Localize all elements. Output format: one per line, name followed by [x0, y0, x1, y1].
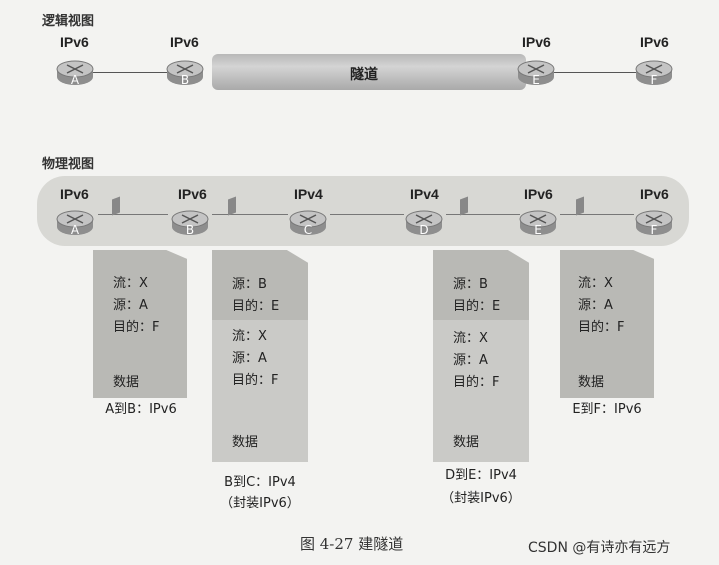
router-label: A	[71, 223, 80, 237]
packet-d-to-e-outer-header: 源：B 目的：E	[453, 274, 500, 318]
router-icon: F	[635, 210, 673, 237]
router-label: B	[186, 223, 194, 237]
figure-caption: 图 4-27 建隧道	[300, 535, 404, 553]
physical-router-f-protocol: IPv6	[640, 186, 669, 202]
field-source: 源：B	[453, 277, 488, 292]
packet-e-to-f-caption: E到F：IPv6	[572, 402, 642, 417]
field-destination: 目的：F	[232, 373, 279, 388]
link-arrow	[212, 214, 288, 215]
router-label: E	[532, 73, 540, 87]
router-label: C	[304, 223, 312, 237]
link-arrow	[98, 214, 168, 215]
physical-router-b-protocol: IPv6	[178, 186, 207, 202]
packet-d-to-e-fields: 流：X 源：A 目的：F	[453, 328, 499, 394]
physical-view-title: 物理视图	[42, 157, 95, 172]
router-label: E	[534, 223, 542, 237]
field-destination: 目的：F	[113, 320, 160, 335]
field-source: 源：A	[453, 353, 488, 368]
packet-a-to-b	[93, 250, 187, 398]
packet-d-to-e-caption: D到E：IPv4	[445, 468, 517, 483]
router-label: B	[181, 73, 189, 87]
packet-b-to-c-data: 数据	[232, 435, 259, 450]
packet-flag-icon	[112, 196, 120, 216]
physical-router-e-protocol: IPv6	[524, 186, 553, 202]
packet-e-to-f	[560, 250, 654, 398]
field-flow: 流：X	[232, 329, 267, 344]
router-icon: E	[519, 210, 557, 237]
packet-d-to-e-caption-note: （封装IPv6）	[441, 491, 521, 506]
logical-router-b-protocol: IPv6	[170, 34, 199, 50]
packet-a-to-b-caption: A到B：IPv6	[105, 402, 177, 417]
field-source: 源：A	[232, 351, 267, 366]
router-label: D	[419, 223, 428, 237]
router-icon: D	[405, 210, 443, 237]
tunnel-label: 隧道	[350, 67, 378, 83]
tunnel	[212, 54, 526, 90]
packet-flag-icon	[228, 196, 236, 216]
logical-view-title: 逻辑视图	[42, 14, 95, 29]
router-icon: C	[289, 210, 327, 237]
physical-router-a-protocol: IPv6	[60, 186, 89, 202]
router-icon: A	[56, 210, 94, 237]
field-destination: 目的：E	[232, 299, 280, 314]
router-icon: F	[635, 60, 673, 87]
packet-b-to-c-fields: 流：X 源：A 目的：F	[232, 326, 278, 392]
physical-router-c-protocol: IPv4	[294, 186, 323, 202]
router-icon: B	[166, 60, 204, 87]
packet-a-to-b-fields: 流：X 源：A 目的：F	[113, 273, 159, 339]
router-icon: E	[517, 60, 555, 87]
field-flow: 流：X	[578, 276, 613, 291]
field-flow: 流：X	[453, 331, 488, 346]
field-destination: 目的：F	[578, 320, 625, 335]
router-label: F	[651, 73, 658, 87]
packet-b-to-c-caption-note: （封装IPv6）	[220, 496, 300, 511]
packet-flag-icon	[576, 196, 584, 216]
logical-router-e-protocol: IPv6	[522, 34, 551, 50]
watermark: CSDN @有诗亦有远方	[528, 540, 671, 556]
packet-b-to-c-outer-header: 源：B 目的：E	[232, 274, 279, 318]
packet-d-to-e-data: 数据	[453, 435, 480, 450]
field-source: 源：B	[232, 277, 267, 292]
logical-router-f-protocol: IPv6	[640, 34, 669, 50]
packet-e-to-f-fields: 流：X 源：A 目的：F	[578, 273, 624, 339]
logical-link-ef	[550, 72, 645, 73]
field-source: 源：A	[113, 298, 148, 313]
field-flow: 流：X	[113, 276, 148, 291]
logical-link-ab	[82, 72, 177, 73]
logical-router-a-protocol: IPv6	[60, 34, 89, 50]
link-arrow	[560, 214, 634, 215]
packet-e-to-f-data: 数据	[578, 375, 605, 390]
link-arrow	[446, 214, 520, 215]
field-destination: 目的：E	[453, 299, 501, 314]
router-label: F	[651, 223, 658, 237]
packet-b-to-c	[212, 250, 308, 462]
router-icon: A	[56, 60, 94, 87]
packet-flag-icon	[460, 196, 468, 216]
field-source: 源：A	[578, 298, 613, 313]
packet-b-to-c-caption: B到C：IPv4	[224, 475, 296, 490]
field-destination: 目的：F	[453, 375, 500, 390]
router-label: A	[71, 73, 80, 87]
packet-a-to-b-data: 数据	[113, 375, 140, 390]
router-icon: B	[171, 210, 209, 237]
packet-d-to-e	[433, 250, 529, 462]
link-arrow	[330, 214, 404, 215]
physical-network-band	[37, 176, 689, 246]
physical-router-d-protocol: IPv4	[410, 186, 439, 202]
